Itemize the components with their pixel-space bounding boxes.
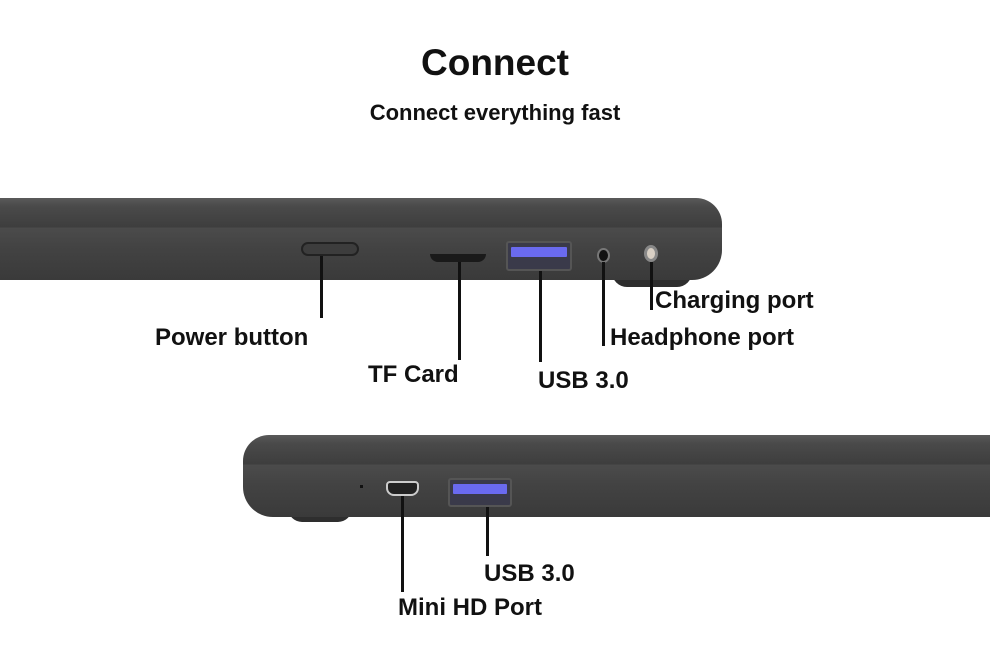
page-subtitle: Connect everything fast <box>369 100 621 125</box>
pointer-line <box>602 262 605 346</box>
label-charging-port: Charging port <box>655 287 814 314</box>
usb-port-icon <box>448 478 512 507</box>
label-headphone-port: Headphone port <box>610 324 794 351</box>
pointer-line <box>401 496 404 592</box>
usb-port-icon <box>506 241 572 271</box>
laptop-body <box>243 435 990 517</box>
pointer-line <box>539 271 542 362</box>
power-button-icon <box>301 242 359 256</box>
page-title: Connect <box>421 42 569 83</box>
label-power-button: Power button <box>155 324 309 351</box>
mini-hd-port-icon <box>386 481 419 496</box>
label-usb-bottom: USB 3.0 <box>484 560 575 587</box>
label-tf-card: TF Card <box>368 361 459 388</box>
charging-port-icon <box>644 245 658 262</box>
laptop-body <box>0 198 722 280</box>
label-mini-hd-port: Mini HD Port <box>398 594 542 621</box>
headphone-jack-icon <box>597 248 610 263</box>
tf-card-slot-icon <box>430 254 486 262</box>
pointer-line <box>486 507 489 556</box>
pointer-line <box>320 256 323 318</box>
label-usb-top: USB 3.0 <box>538 367 629 394</box>
pointer-line <box>650 262 653 310</box>
pointer-line <box>458 262 461 360</box>
indicator-light-icon <box>360 485 363 488</box>
